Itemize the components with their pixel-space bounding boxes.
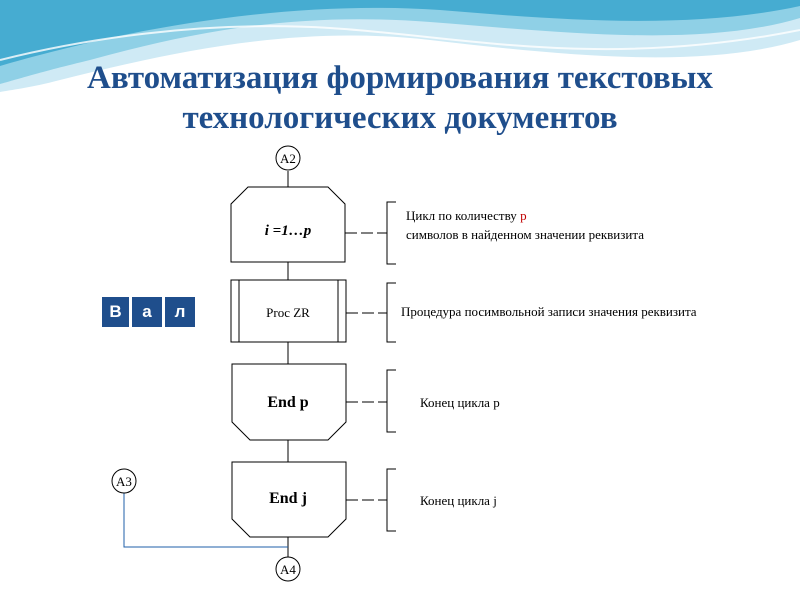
- title-line-1: Автоматизация формирования текстовых: [87, 60, 713, 96]
- header-wave: [0, 0, 800, 92]
- procedure-label: Proc ZR: [266, 305, 310, 320]
- connector-a3-label: A3: [116, 474, 132, 489]
- connector-a3: A3: [111, 468, 137, 494]
- connector-a4: A4: [275, 556, 301, 582]
- annotation-loop: Цикл по количеству p: [406, 208, 527, 223]
- procedure-block: Proc ZR: [230, 279, 347, 343]
- annotation-loop-line2: символов в найденном значении реквизита: [406, 227, 644, 242]
- svg-text:End p: End p: [267, 394, 308, 411]
- connector-a2-label: A2: [280, 151, 296, 166]
- annotation-loop-line1: Цикл по количеству: [406, 208, 520, 223]
- connector-a2: A2: [275, 145, 301, 171]
- page-title: Автоматизация формирования текстовых тех…: [0, 58, 800, 138]
- annotation-end-p: Конец цикла p: [420, 395, 500, 410]
- loop-end-p-block: End p: [231, 363, 347, 441]
- loop-end-p-label: End p: [267, 394, 308, 411]
- connector-a4-label: A4: [280, 562, 296, 577]
- loop-start-block: i =1…p: [230, 186, 346, 263]
- annotation-bracket-4: [386, 468, 396, 532]
- title-line-2: технологических документов: [182, 100, 618, 136]
- value-tiles: В а л: [102, 297, 195, 327]
- annotation-bracket-2: [386, 282, 396, 343]
- value-tile-3: л: [165, 297, 195, 327]
- annotation-procedure: Процедура посимвольной записи значения р…: [401, 304, 697, 319]
- loop-start-label: i =1…p: [265, 223, 312, 239]
- annotation-loop-var: p: [520, 208, 527, 223]
- annotation-bracket-3: [386, 369, 396, 433]
- svg-text:End j: End j: [269, 490, 307, 507]
- loop-end-j-label: End j: [269, 490, 307, 507]
- loop-end-j-block: End j: [231, 461, 347, 538]
- annotation-end-j: Конец цикла j: [420, 493, 497, 508]
- value-tile-2: а: [132, 297, 162, 327]
- annotation-bracket-1: [386, 201, 396, 265]
- value-tile-1: В: [102, 297, 129, 327]
- a3-return-line: [123, 492, 288, 548]
